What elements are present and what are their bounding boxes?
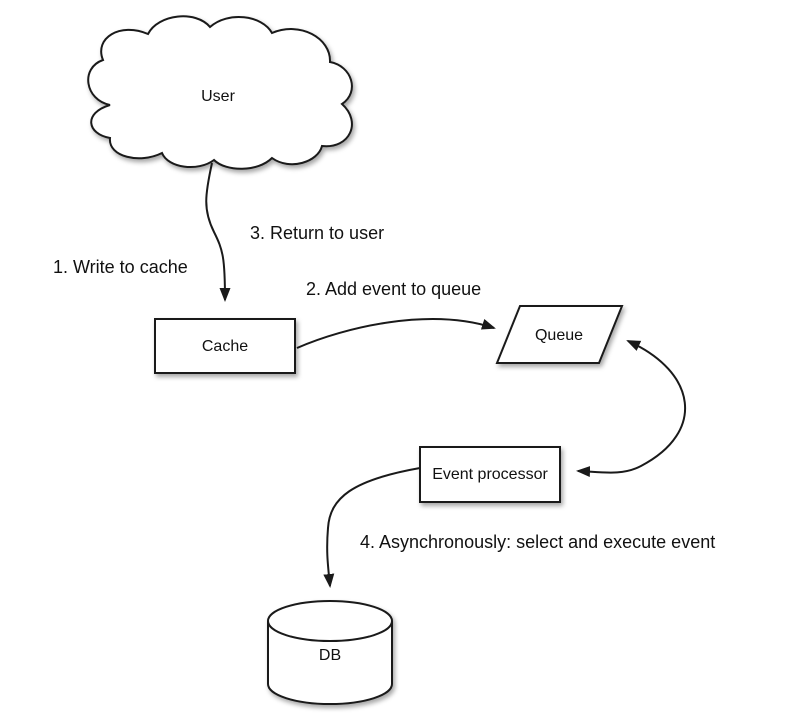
- cache-node-label: Cache: [201, 338, 249, 355]
- edge-event-processor-to-db: [323, 467, 421, 588]
- db-node-label: DB: [318, 647, 342, 664]
- user-cloud-shape: [87, 15, 353, 170]
- cache-box-shape: [154, 318, 296, 374]
- queue-parallelogram-shape: [495, 305, 624, 364]
- event-processor-box-shape: [419, 446, 561, 503]
- step-2-add-event-to-queue-label: 2. Add event to queue: [306, 279, 482, 299]
- event-processor-node-label: Event processor: [432, 466, 548, 483]
- db-cylinder-rim: [267, 620, 393, 642]
- queue-node-label: Queue: [534, 327, 584, 344]
- step-1-write-to-cache-label: 1. Write to cache: [53, 257, 188, 277]
- user-node-label: User: [201, 88, 235, 105]
- step-3-return-to-user-label: 3. Return to user: [250, 223, 385, 243]
- edge-queue-event-processor: [576, 340, 687, 477]
- step-4-asynchronously-label: 4. Asynchronously: select and execute ev…: [360, 532, 716, 552]
- db-cylinder-shape: [267, 600, 393, 705]
- edge-cache-to-queue: [296, 318, 496, 349]
- edge-user-to-cache: [205, 162, 231, 302]
